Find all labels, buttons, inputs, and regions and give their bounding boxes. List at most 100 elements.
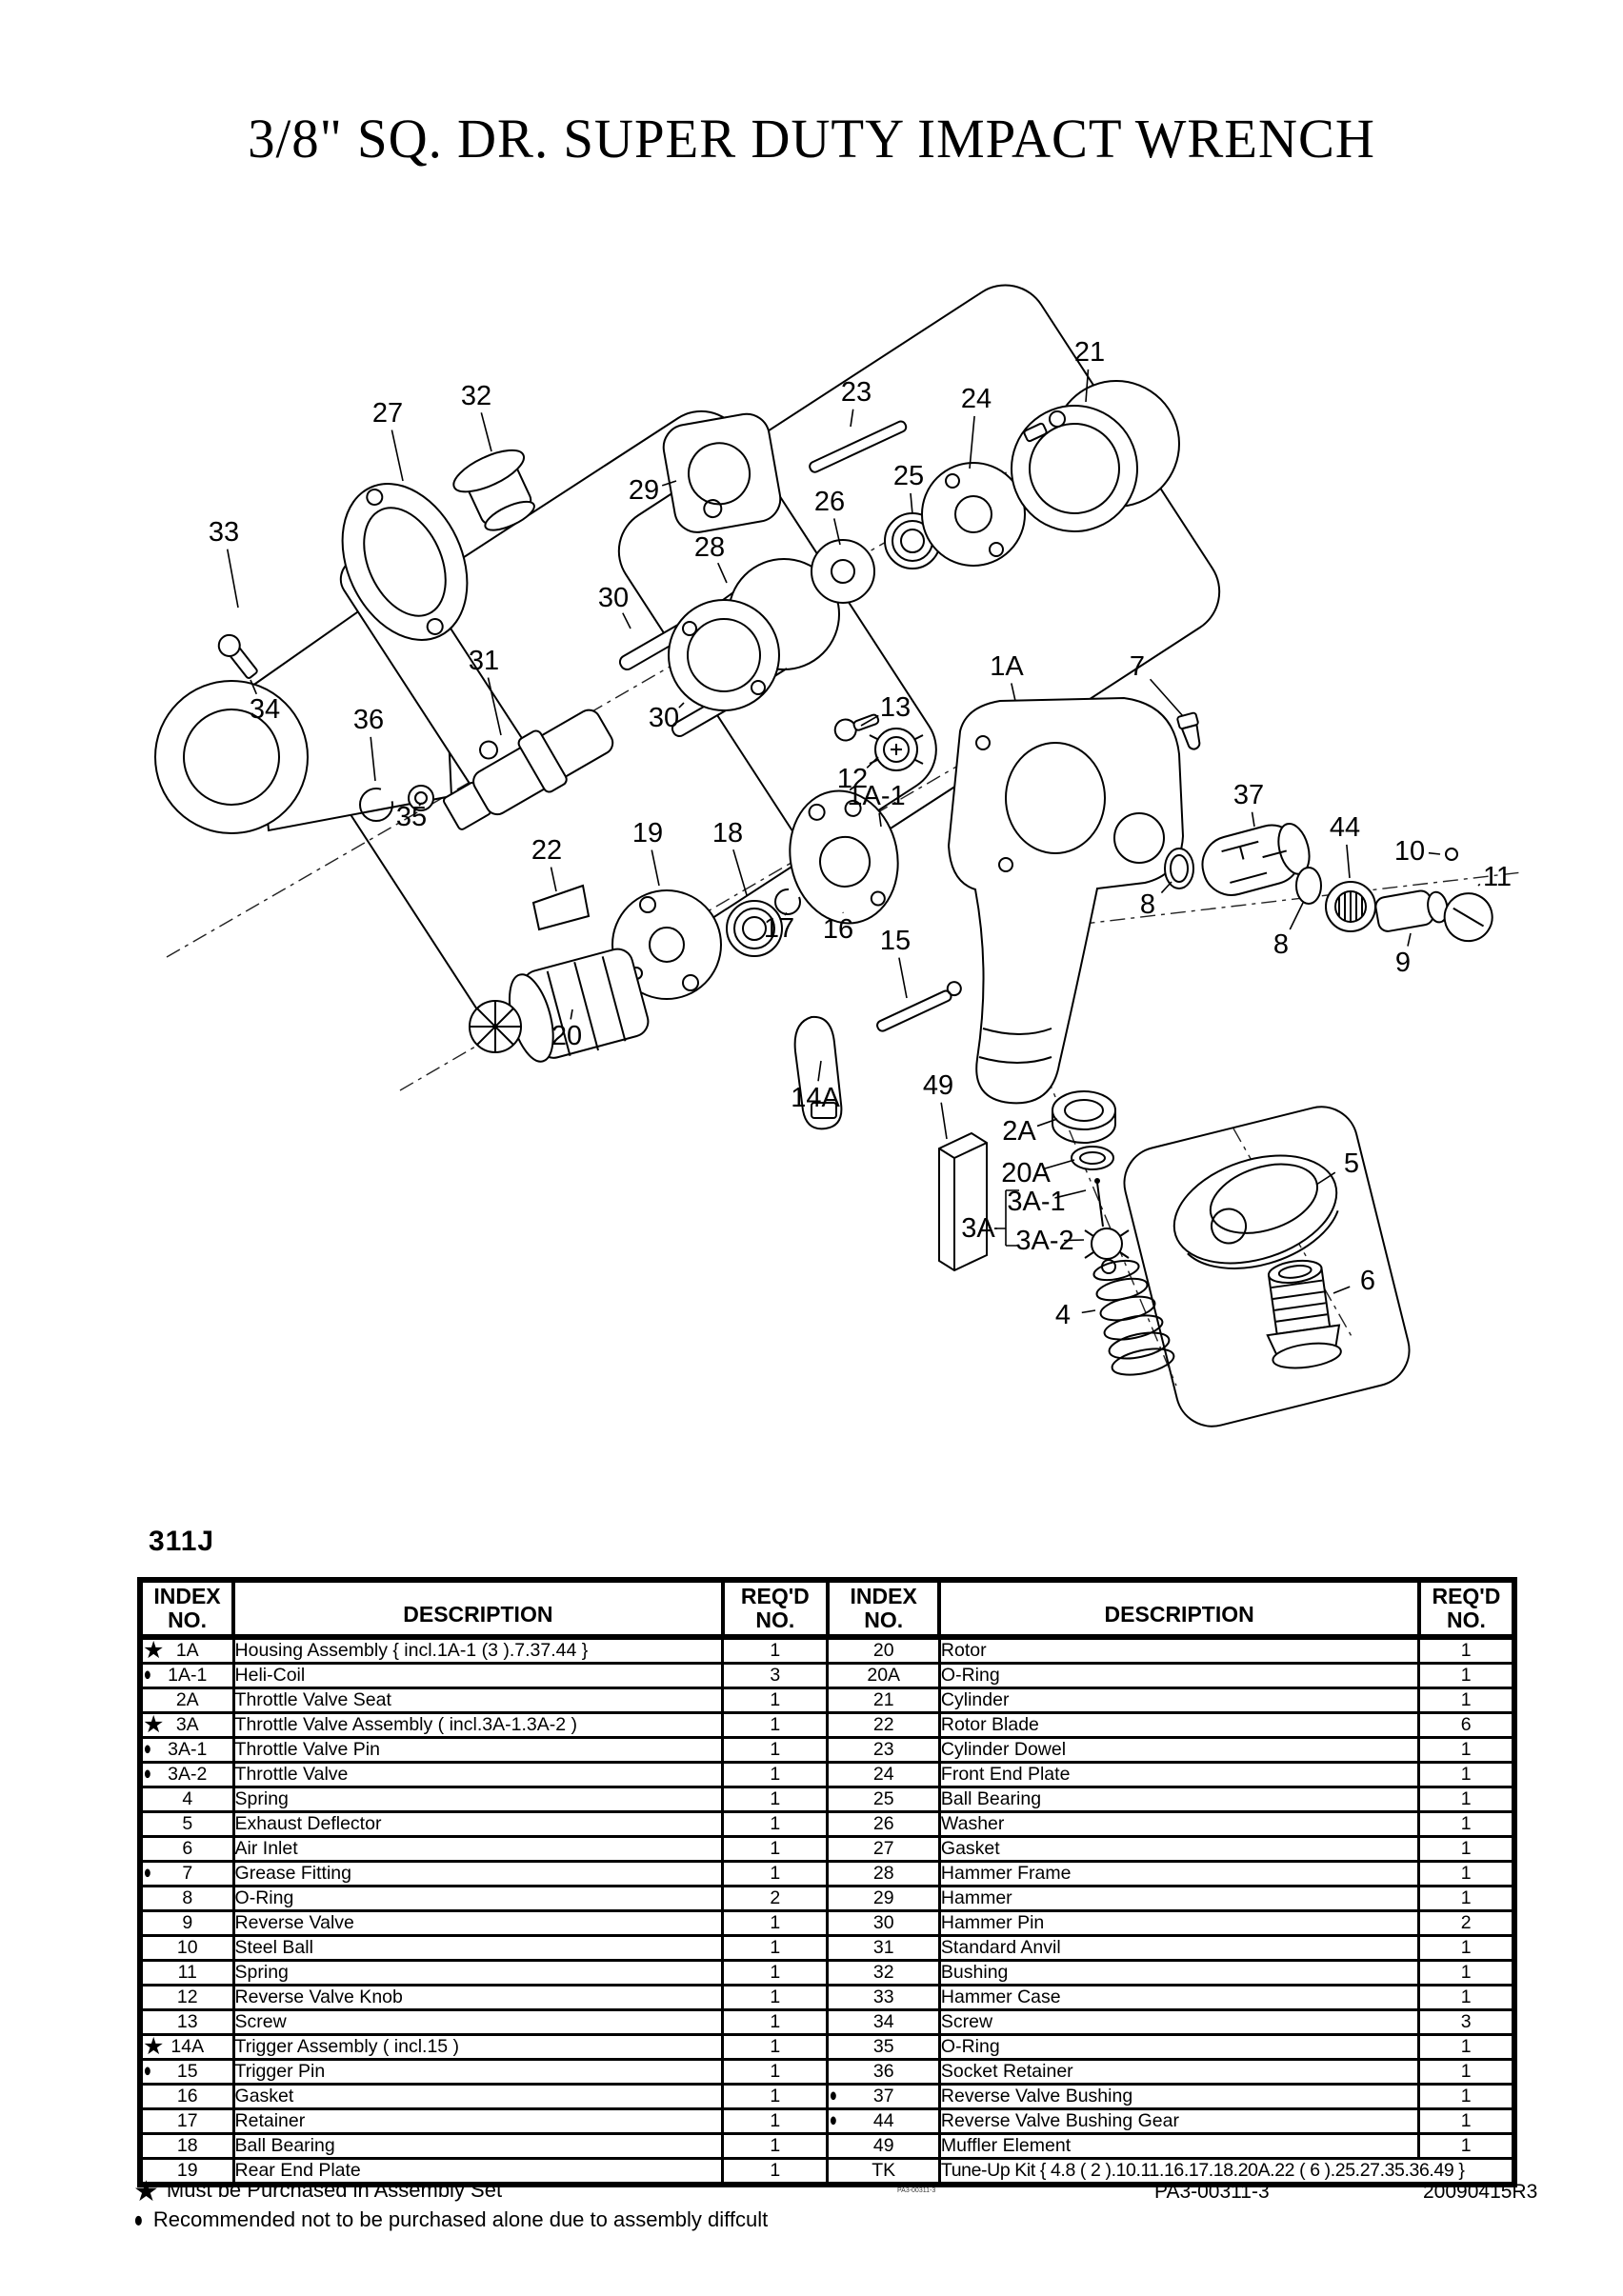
callout-1a: 1A (990, 651, 1024, 682)
part-trigger-pin-15 (876, 981, 962, 1032)
req-cell: 1 (721, 1909, 830, 1937)
part-reverse-valve-9 (1374, 889, 1493, 943)
description-cell: Bushing (937, 1959, 1421, 1987)
req-cell: 1 (721, 2083, 830, 2110)
footer-revision: 20090415R3 (1423, 2181, 1538, 2203)
callout-26: 26 (814, 487, 845, 517)
footer-micro-text: PA3-00311-3 (897, 2187, 936, 2194)
callout-28: 28 (694, 532, 725, 563)
index-cell: 11 (138, 1959, 235, 1987)
index-cell: 34 (826, 2008, 941, 2036)
description-cell: Screw (937, 2008, 1421, 2036)
req-cell: 2 (1417, 1909, 1516, 1937)
dot-icon: ● (143, 2060, 151, 2082)
col-description-right: DESCRIPTION (937, 1578, 1421, 1640)
description-cell: Reverse Valve Bushing Gear (937, 2107, 1421, 2135)
req-cell: 1 (721, 1635, 830, 1665)
req-cell: 1 (721, 1687, 830, 1714)
index-cell: 23 (826, 1736, 941, 1764)
req-cell: 1 (1417, 2033, 1516, 2061)
callout-8: 8 (1273, 929, 1289, 960)
index-cell: ★1A (138, 1635, 235, 1665)
part-muffler-element-49 (938, 1131, 988, 1272)
callout-34: 34 (250, 694, 280, 725)
callout-3a-2: 3A-2 (1015, 1226, 1073, 1256)
index-cell: 20A (826, 1662, 941, 1689)
part-rotor-20 (469, 948, 650, 1063)
req-cell: 1 (1417, 1761, 1516, 1788)
callout-leader (1044, 1159, 1075, 1170)
part-screw-34 (217, 633, 258, 679)
page-title: 3/8" SQ. DR. SUPER DUTY IMPACT WRENCH (248, 108, 1375, 170)
callout-leader (717, 562, 728, 584)
callout-leader (661, 480, 677, 487)
index-cell: 30 (826, 1909, 941, 1937)
description-cell: Hammer Pin (937, 1909, 1421, 1937)
callout-leader (1332, 1286, 1351, 1294)
description-cell: Screw (231, 2008, 725, 2036)
index-cell: 25 (826, 1786, 941, 1813)
callout-14a: 14A (791, 1083, 840, 1113)
callout-19: 19 (632, 818, 663, 849)
index-cell: 31 (826, 1934, 941, 1962)
index-cell: 4 (138, 1786, 235, 1813)
callout-leader (940, 1102, 948, 1140)
part-grease-fitting-7 (1176, 711, 1201, 750)
dot-icon: ● (133, 2206, 144, 2232)
description-cell: Hammer Case (937, 1984, 1421, 2011)
req-cell: 1 (1417, 2058, 1516, 2086)
req-cell: 1 (1417, 2083, 1516, 2110)
description-cell: Ball Bearing (231, 2132, 725, 2160)
part-reverse-valve-knob-12 (869, 728, 924, 771)
callout-37: 37 (1233, 780, 1264, 810)
callout-leader (832, 518, 841, 546)
callout-leader (1054, 1189, 1087, 1199)
callout-20: 20 (551, 1021, 582, 1051)
req-cell: 1 (721, 1959, 830, 1987)
part-washer-26 (811, 539, 875, 604)
part-retainer-17 (774, 888, 801, 915)
callout-leader (391, 429, 404, 482)
callout-20a: 20A (1001, 1158, 1051, 1188)
part-gasket-16 (789, 789, 899, 925)
callout-leader (622, 612, 631, 629)
description-cell: Heli-Coil (231, 1662, 725, 1689)
req-cell: 1 (1417, 2107, 1516, 2135)
req-cell: 1 (721, 1761, 830, 1788)
index-cell: 18 (138, 2132, 235, 2160)
description-cell: Rotor Blade (937, 1711, 1421, 1739)
part-gasket-27 (341, 483, 469, 641)
index-cell: ●1A-1 (138, 1662, 235, 1689)
description-cell: Gasket (937, 1835, 1421, 1863)
col-description-left: DESCRIPTION (231, 1578, 725, 1640)
callout-23: 23 (841, 377, 872, 408)
callout-6: 6 (1360, 1266, 1375, 1296)
callout-leader (487, 677, 502, 736)
index-cell: ●3A-2 (138, 1761, 235, 1788)
callout-leader (1081, 1309, 1096, 1314)
callout-21: 21 (1074, 337, 1105, 368)
description-cell: Ball Bearing (937, 1786, 1421, 1813)
req-cell: 1 (1417, 1786, 1516, 1813)
req-cell: 2 (721, 1885, 830, 1912)
req-cell: 1 (1417, 1860, 1516, 1887)
callout-30: 30 (649, 703, 679, 733)
req-cell: 1 (1417, 1835, 1516, 1863)
callout-leader (250, 679, 258, 695)
part-air-inlet-6 (1266, 1259, 1342, 1369)
callout-leader (651, 849, 660, 887)
index-cell: 8 (138, 1885, 235, 1912)
